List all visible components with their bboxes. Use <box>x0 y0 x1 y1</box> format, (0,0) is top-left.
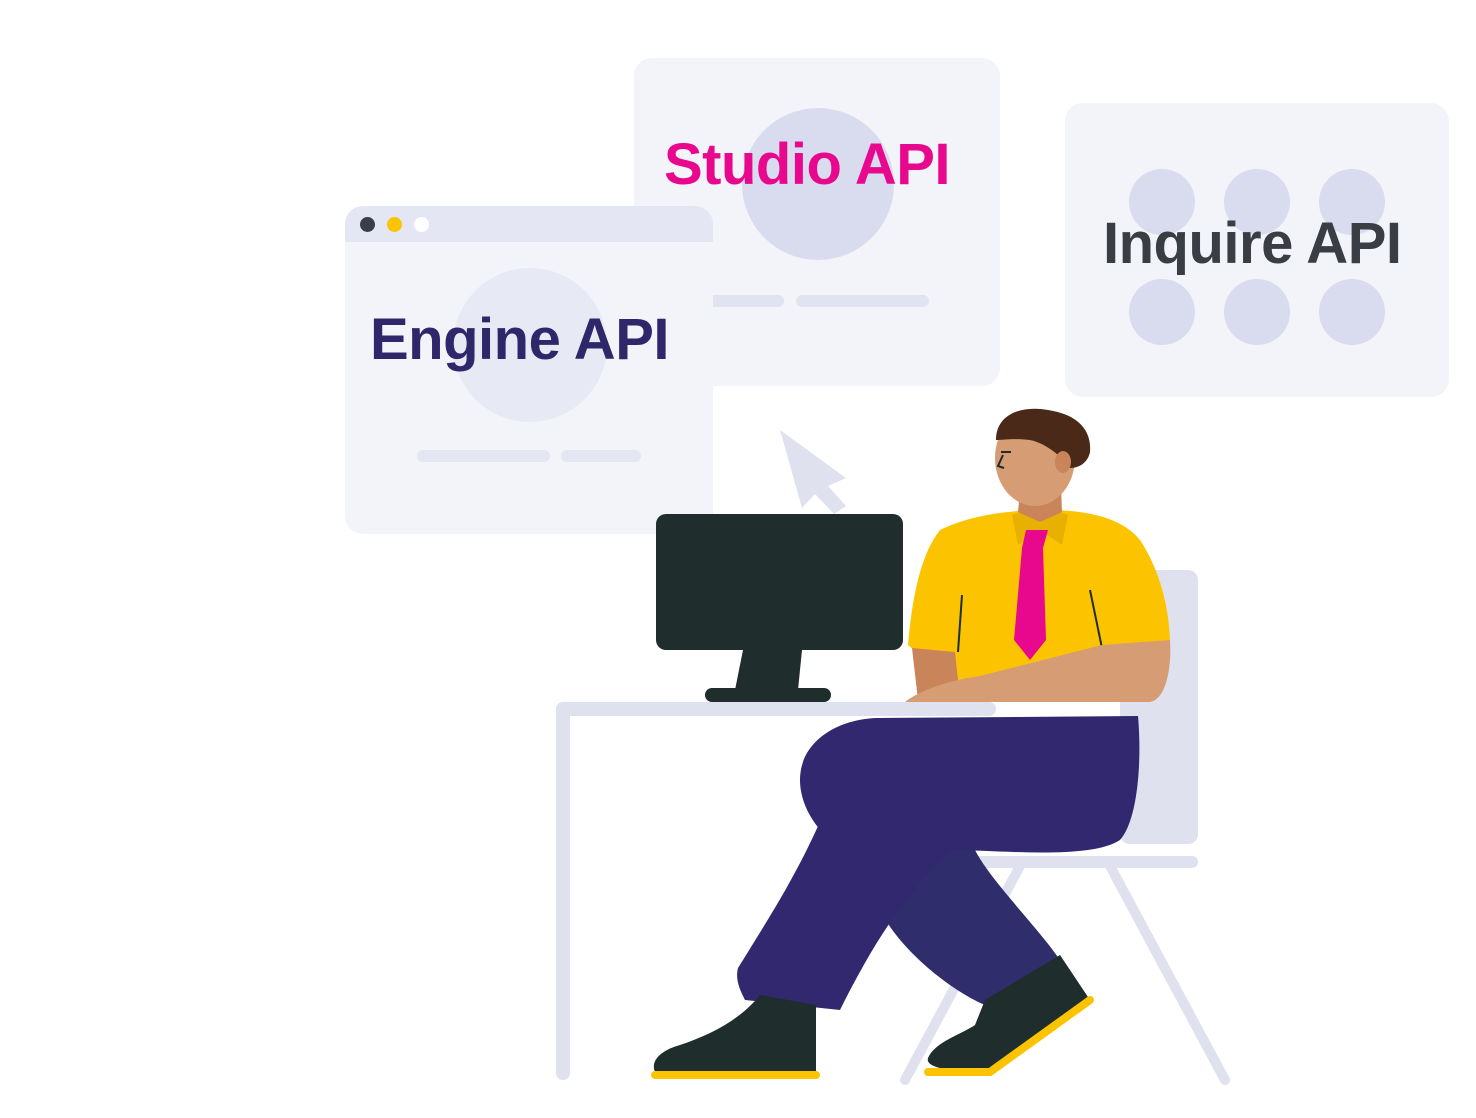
shirt-fold <box>957 594 963 653</box>
placeholder-circle <box>453 268 607 422</box>
chair-seat <box>935 856 1198 868</box>
window-control-dot <box>387 217 402 232</box>
window-titlebar <box>345 206 713 242</box>
desk-leg <box>556 702 570 1080</box>
inquire-api-card <box>1065 103 1449 397</box>
window-control-dot <box>414 217 429 232</box>
inquire-api-label: Inquire API <box>1103 211 1402 276</box>
placeholder-bar <box>561 450 641 462</box>
cursor-arrow-icon <box>780 430 846 514</box>
placeholder-circle <box>742 108 894 260</box>
placeholder-bar <box>417 450 550 462</box>
placeholder-circle <box>1319 169 1385 235</box>
person-arm-right <box>905 640 1171 702</box>
studio-api-label: Studio API <box>664 132 951 197</box>
person-nose <box>996 454 1005 469</box>
person-ear <box>1055 451 1071 473</box>
engine-api-card <box>345 206 713 534</box>
placeholder-circle <box>1129 279 1195 345</box>
placeholder-circle <box>1319 279 1385 345</box>
shirt-fold <box>1089 589 1103 649</box>
placeholder-circle <box>1129 169 1195 235</box>
monitor-base <box>705 688 831 702</box>
placeholder-bar <box>694 295 784 307</box>
person-leg-front <box>737 740 950 1010</box>
engine-api-label: Engine API <box>370 307 670 372</box>
window-control-dot <box>360 217 375 232</box>
placeholder-circle <box>1224 279 1290 345</box>
monitor-screen <box>656 514 903 650</box>
placeholder-bar <box>796 295 929 307</box>
person-pants-thigh <box>800 716 1140 860</box>
person-shoe-back <box>927 955 1090 1071</box>
person-leg-back <box>880 800 1060 1005</box>
person-shoe-front <box>653 995 816 1072</box>
monitor-stand <box>735 620 805 690</box>
person-tie <box>1014 530 1048 660</box>
desk-top <box>556 702 996 716</box>
person-shoe-sole-back <box>924 996 1094 1076</box>
chair-leg <box>1105 861 1230 1085</box>
placeholder-circle <box>1224 169 1290 235</box>
